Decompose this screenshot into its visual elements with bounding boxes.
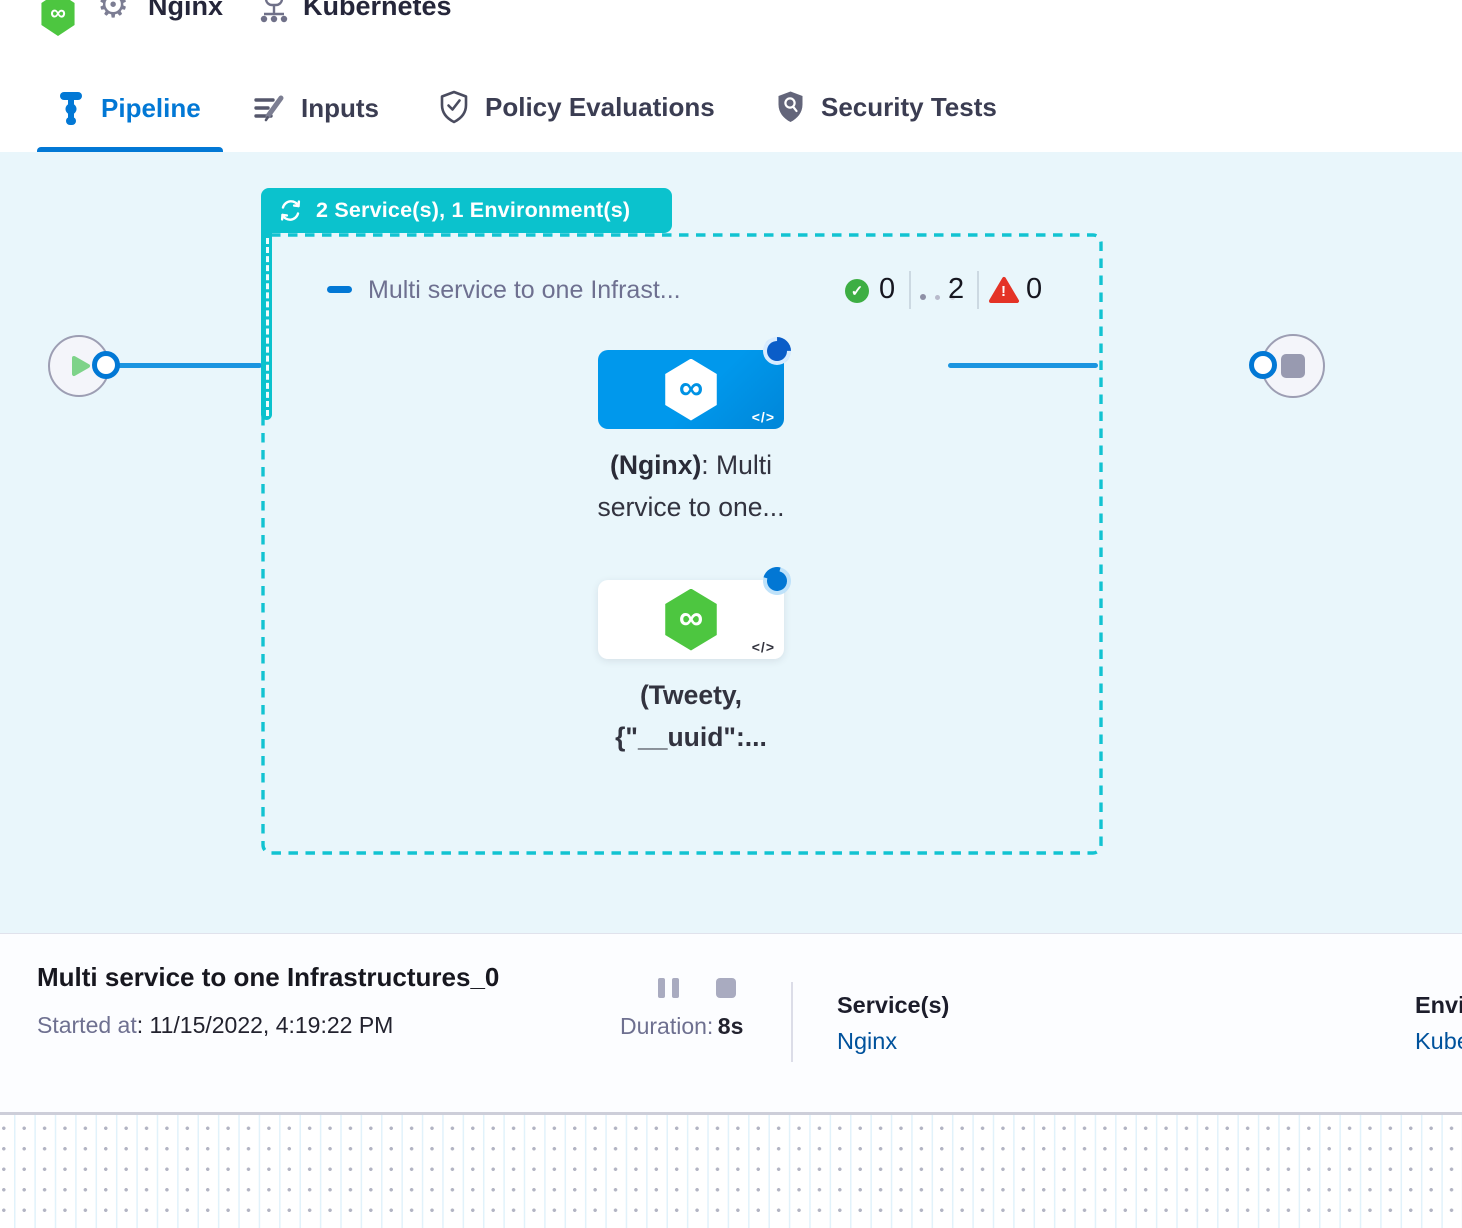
tab-bar: Pipeline Inputs Policy Evaluations Secur… (0, 63, 1462, 153)
harness-logo-glyph: ∞ (50, 0, 66, 25)
harness-hexagon-icon: ∞ (665, 358, 717, 421)
abort-button[interactable] (716, 978, 736, 998)
started-at-label: Started at (37, 1012, 137, 1038)
pipeline-icon (60, 92, 82, 125)
running-count: 2 (948, 273, 965, 305)
header-environment-name: Kubernetes (303, 0, 452, 21)
play-icon (72, 356, 90, 376)
start-connector-ring (92, 351, 120, 379)
code-icon: </> (751, 409, 775, 425)
infinity-glyph: ∞ (678, 599, 704, 637)
success-check-glyph: ✓ (850, 283, 864, 300)
node-tweety[interactable]: ∞ </> (598, 580, 784, 659)
environments-link[interactable]: Kubernetes (1415, 1028, 1462, 1054)
duration-label: Duration: (620, 1013, 714, 1039)
environment-icon (260, 0, 288, 23)
success-status-icon: ✓ (845, 279, 869, 303)
services-link[interactable]: Nginx (837, 1028, 898, 1054)
edge-start-to-stage (112, 363, 262, 368)
tab-inputs[interactable]: Inputs (254, 93, 379, 124)
active-tab-underline (37, 147, 223, 152)
harness-hexagon-icon: ∞ (665, 588, 717, 651)
tab-pipeline-label: Pipeline (101, 92, 201, 123)
node-nginx[interactable]: ∞ </> (598, 350, 784, 429)
failed-status-icon: ! (988, 276, 1020, 310)
infinity-glyph: ∞ (678, 369, 704, 407)
pause-button[interactable] (658, 978, 679, 998)
header-service-name: Nginx (148, 0, 224, 21)
tab-pipeline[interactable]: Pipeline (57, 91, 201, 125)
started-at: Started at: 11/15/2022, 4:19:22 PM (37, 1012, 393, 1039)
node-tweety-label: (Tweety, {"__uuid":... (551, 674, 831, 758)
started-at-value: : 11/15/2022, 4:19:22 PM (136, 1012, 394, 1038)
footer-divider (791, 982, 793, 1062)
loop-icon (280, 200, 301, 221)
node-tweety-label-line1: (Tweety, (639, 680, 743, 710)
node-nginx-label-bold: (Nginx) (610, 450, 702, 480)
harness-logo-icon: ∞ (41, 0, 75, 36)
breadcrumb-header: ∞ ⚙ Nginx Kubernetes (0, 0, 1462, 64)
execution-summary-bar: Multi service to one Infrastructures_0 S… (0, 933, 1462, 1112)
failed-count: 0 (1026, 273, 1043, 305)
end-connector-ring (1249, 351, 1277, 379)
node-tweety-label-line2: {"__uuid":... (615, 722, 767, 752)
tab-policy-evaluations[interactable]: Policy Evaluations (439, 90, 715, 124)
tab-security-tests[interactable]: Security Tests (776, 90, 997, 124)
node-nginx-label-rest: : Multi (701, 450, 772, 480)
stage-group-side-dashes (266, 238, 269, 416)
tab-policy-evaluations-label: Policy Evaluations (485, 91, 715, 122)
stop-icon (1281, 354, 1305, 378)
failed-exclamation-glyph: ! (1001, 283, 1006, 300)
stage-collapse-button[interactable] (327, 286, 352, 293)
node-nginx-label-line2: service to one... (597, 492, 785, 522)
success-count: 0 (879, 273, 896, 305)
stage-group-badge[interactable]: 2 Service(s), 1 Environment(s) (261, 188, 672, 233)
policy-evaluations-icon (440, 90, 468, 124)
tab-security-tests-label: Security Tests (821, 91, 997, 122)
node-nginx-label: (Nginx): Multi service to one... (551, 444, 831, 528)
stage-title: Multi service to one Infrast... (368, 276, 681, 304)
running-status-icon (920, 287, 955, 305)
code-icon: </> (751, 639, 775, 655)
stage-group-container (261, 233, 1103, 855)
execution-title: Multi service to one Infrastructures_0 (37, 962, 500, 992)
security-tests-icon (778, 91, 803, 122)
tab-inputs-label: Inputs (301, 93, 379, 123)
console-dot-grid-area (0, 1112, 1462, 1228)
pipeline-canvas: 2 Service(s), 1 Environment(s) Multi ser… (0, 152, 1462, 933)
edge-stage-to-end (948, 363, 1098, 368)
environments-label: Environment(s) (1415, 992, 1462, 1018)
gear-icon: ⚙ (97, 0, 130, 25)
stage-group-badge-label: 2 Service(s), 1 Environment(s) (316, 198, 631, 222)
duration-value: 8s (717, 1013, 744, 1039)
duration: Duration: 8s (620, 1013, 743, 1040)
inputs-icon (254, 95, 284, 121)
services-label: Service(s) (837, 992, 950, 1018)
